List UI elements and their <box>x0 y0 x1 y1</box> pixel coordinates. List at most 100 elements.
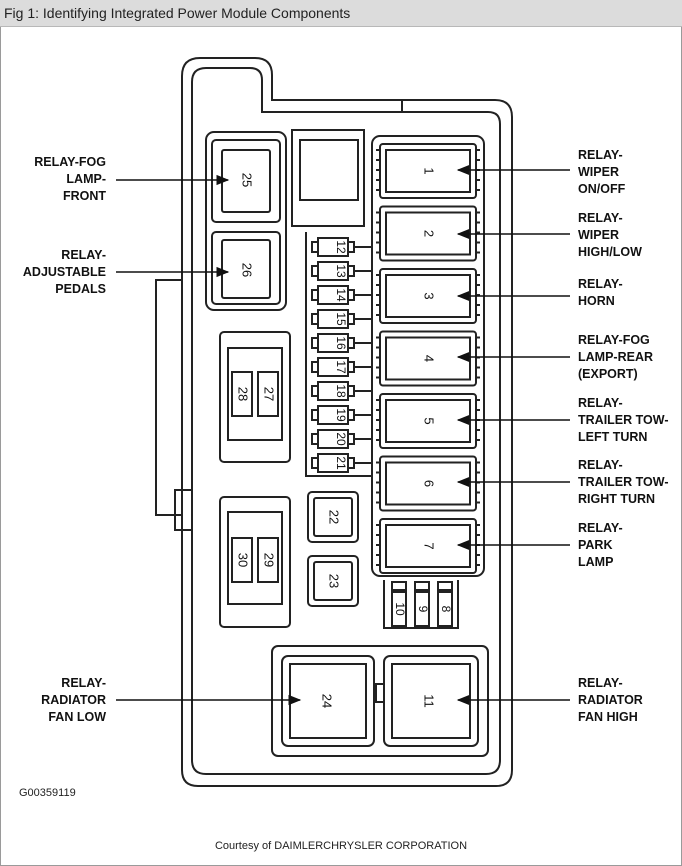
relay-6: 6 <box>376 455 480 512</box>
callout-line: FRONT <box>62 189 106 203</box>
fuse-13: 13 <box>311 261 372 281</box>
callout-line: RELAY-FOG <box>34 155 106 169</box>
fuse-28-label: 28 <box>236 387 251 401</box>
fuse-23-label: 23 <box>327 574 342 588</box>
bottom-fuse-housing <box>383 580 459 629</box>
module-housing <box>155 57 513 787</box>
fuse-10-label: 10 <box>393 602 407 616</box>
relay-1-label: 1 <box>422 167 437 174</box>
fuse-8-label: 8 <box>439 606 453 613</box>
callout-line: PARK <box>578 538 613 552</box>
fuse-19: 19 <box>311 405 372 425</box>
fuse-30-label: 30 <box>236 553 251 567</box>
callout-line: FAN LOW <box>48 710 106 724</box>
callout-line: RELAY- <box>61 676 106 690</box>
callout-line: (EXPORT) <box>578 367 638 381</box>
fuse-20-label: 20 <box>334 432 348 446</box>
relay-2-label: 2 <box>422 230 437 237</box>
callout-relay-radiator-fan-low: RELAY- RADIATOR FAN LOW <box>41 675 106 726</box>
document-id: G00359119 <box>19 787 76 799</box>
callout-line: LAMP- <box>66 172 106 186</box>
callout-line: RELAY- <box>578 521 623 535</box>
callout-relay-park-lamp: RELAY- PARK LAMP <box>578 520 623 571</box>
callout-relay-fog-lamp-rear: RELAY-FOG LAMP-REAR (EXPORT) <box>578 332 653 383</box>
callout-line: RADIATOR <box>578 693 643 707</box>
callout-line: WIPER <box>578 165 619 179</box>
relay-11-label: 11 <box>422 694 437 708</box>
fuse-8: 8 <box>437 581 453 627</box>
callout-line: RELAY- <box>61 248 106 262</box>
fuse-17-label: 17 <box>334 360 348 374</box>
callout-relay-horn: RELAY- HORN <box>578 276 623 310</box>
relay-5-label: 5 <box>422 417 437 424</box>
fuse-9-label: 9 <box>416 606 430 613</box>
fuse-10: 10 <box>391 581 407 627</box>
callout-line: LEFT TURN <box>578 430 648 444</box>
callout-relay-trailer-tow-left: RELAY- TRAILER TOW- LEFT TURN <box>578 395 668 446</box>
callout-line: RELAY- <box>578 458 623 472</box>
relay-4: 4 <box>376 330 480 387</box>
bottom-fuse-row: 10 9 8 <box>391 581 453 627</box>
relay-7: 7 <box>376 518 480 574</box>
center-fuse-column: 12 13 14 15 16 17 18 19 20 21 <box>311 237 372 473</box>
relay-4-label: 4 <box>422 355 437 362</box>
relay-1: 1 <box>376 143 480 199</box>
callout-line: LAMP <box>578 555 614 569</box>
callout-relay-wiper-high-low: RELAY- WIPER HIGH/LOW <box>578 210 642 261</box>
callout-line: RADIATOR <box>41 693 106 707</box>
relay-5: 5 <box>376 393 480 449</box>
relay-7-label: 7 <box>422 542 437 549</box>
fuse-17: 17 <box>311 357 372 377</box>
fuse-18-label: 18 <box>334 384 348 398</box>
right-relay-column: 1 2 3 4 5 6 7 <box>376 143 480 574</box>
fuse-15: 15 <box>311 309 372 329</box>
right-relay-frame <box>371 135 485 577</box>
relay-25-label: 25 <box>240 173 255 187</box>
fuse-22-label: 22 <box>327 510 342 524</box>
fuse-holder-29-30 <box>219 496 291 628</box>
fuse-13-label: 13 <box>334 264 348 278</box>
fuse-21-label: 21 <box>334 456 348 470</box>
callout-line: RIGHT TURN <box>578 492 656 506</box>
fuse-15-label: 15 <box>334 312 348 326</box>
callout-line: HIGH/LOW <box>578 245 642 259</box>
relay-3-label: 3 <box>422 292 437 299</box>
callout-line: RELAY- <box>578 277 623 291</box>
fuse-19-label: 19 <box>334 408 348 422</box>
figure-title-bar: Fig 1: Identifying Integrated Power Modu… <box>0 0 682 27</box>
callout-line: RELAY-FOG <box>578 333 650 347</box>
fuse-14-label: 14 <box>334 288 348 302</box>
courtesy-line: Courtesy of DAIMLERCHRYSLER CORPORATION <box>214 840 468 852</box>
callout-line: ON/OFF <box>578 182 626 196</box>
callout-line: TRAILER TOW- <box>578 475 669 489</box>
fuse-21: 21 <box>311 453 372 473</box>
callout-line: RELAY- <box>578 211 623 225</box>
fuse-22-23-housing <box>307 491 359 607</box>
fuse-9: 9 <box>414 581 430 627</box>
fuse-16-label: 16 <box>334 336 348 350</box>
fuse-20: 20 <box>311 429 372 449</box>
callout-relay-wiper-on-off: RELAY- WIPER ON/OFF <box>578 147 625 198</box>
callout-line: TRAILER TOW- <box>578 413 669 427</box>
callout-relay-trailer-tow-right: RELAY- TRAILER TOW- RIGHT TURN <box>578 457 668 508</box>
callout-line: ADJUSTABLE <box>22 265 106 279</box>
callout-arrows <box>116 164 570 706</box>
callout-relay-radiator-fan-high: RELAY- RADIATOR FAN HIGH <box>578 675 643 726</box>
fuse-16: 16 <box>311 333 372 353</box>
relay-6-label: 6 <box>422 480 437 487</box>
fuse-18: 18 <box>311 381 372 401</box>
callout-line: PEDALS <box>55 282 106 296</box>
relay-26-label: 26 <box>240 263 255 277</box>
callout-relay-fog-lamp-front: RELAY-FOG LAMP- FRONT <box>34 154 106 205</box>
left-relay-block <box>205 131 287 311</box>
fuse-14: 14 <box>311 285 372 305</box>
figure-title: Fig 1: Identifying Integrated Power Modu… <box>4 5 351 21</box>
callout-line: RELAY- <box>578 676 623 690</box>
fuse-29-label: 29 <box>262 553 277 567</box>
callout-line: RELAY- <box>578 148 623 162</box>
callout-line: RELAY- <box>578 396 623 410</box>
callout-line: HORN <box>578 294 615 308</box>
callout-relay-adjustable-pedals: RELAY- ADJUSTABLE PEDALS <box>23 247 106 298</box>
callout-line: FAN HIGH <box>578 710 638 724</box>
fuse-12: 12 <box>311 237 372 257</box>
